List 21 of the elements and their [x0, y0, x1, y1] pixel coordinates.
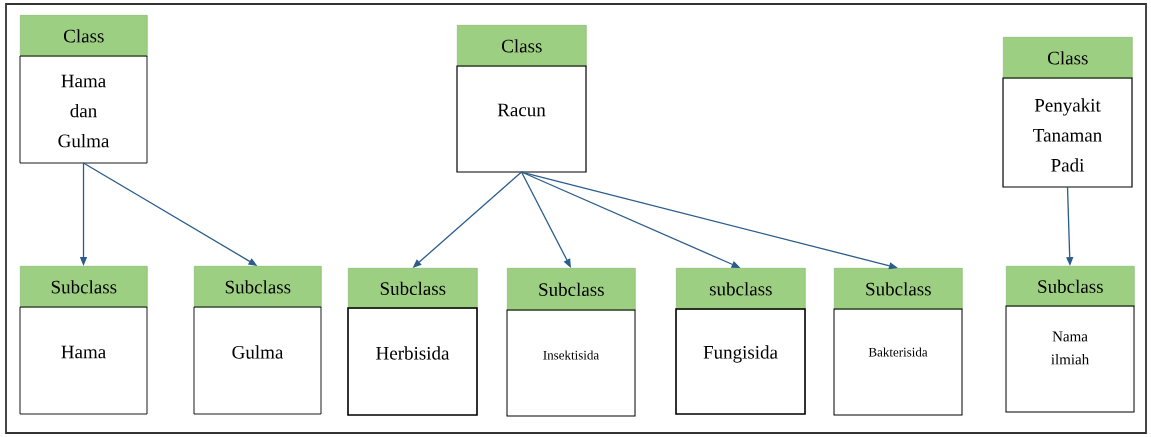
body-box: Gulma — [193, 306, 322, 415]
heading-bar: Class — [1003, 37, 1133, 79]
heading-bar: subclass — [676, 268, 806, 310]
body-box: Racun — [456, 65, 587, 173]
body-box: Hama — [19, 306, 148, 415]
heading-bar: Class — [457, 25, 587, 67]
body-box: Penyakit Tanaman Padi — [1002, 77, 1133, 188]
body-box: Nama ilmiah — [1005, 305, 1135, 413]
body-box: Insektisida — [506, 309, 636, 417]
body-box: Fungisida — [675, 308, 806, 415]
body-box: Herbisida — [347, 307, 478, 416]
heading-bar: Subclass — [348, 268, 478, 309]
heading-bar: Subclass — [194, 266, 322, 308]
heading-bar: Subclass — [507, 268, 636, 311]
body-box: Hama dan Gulma — [19, 55, 148, 164]
heading-bar: Subclass — [1006, 266, 1135, 307]
arrow — [520, 171, 571, 268]
body-box: Bakterisida — [833, 308, 963, 416]
heading-bar: Class — [20, 15, 148, 57]
heading-bar: Subclass — [834, 268, 963, 310]
heading-bar: Subclass — [20, 266, 148, 308]
